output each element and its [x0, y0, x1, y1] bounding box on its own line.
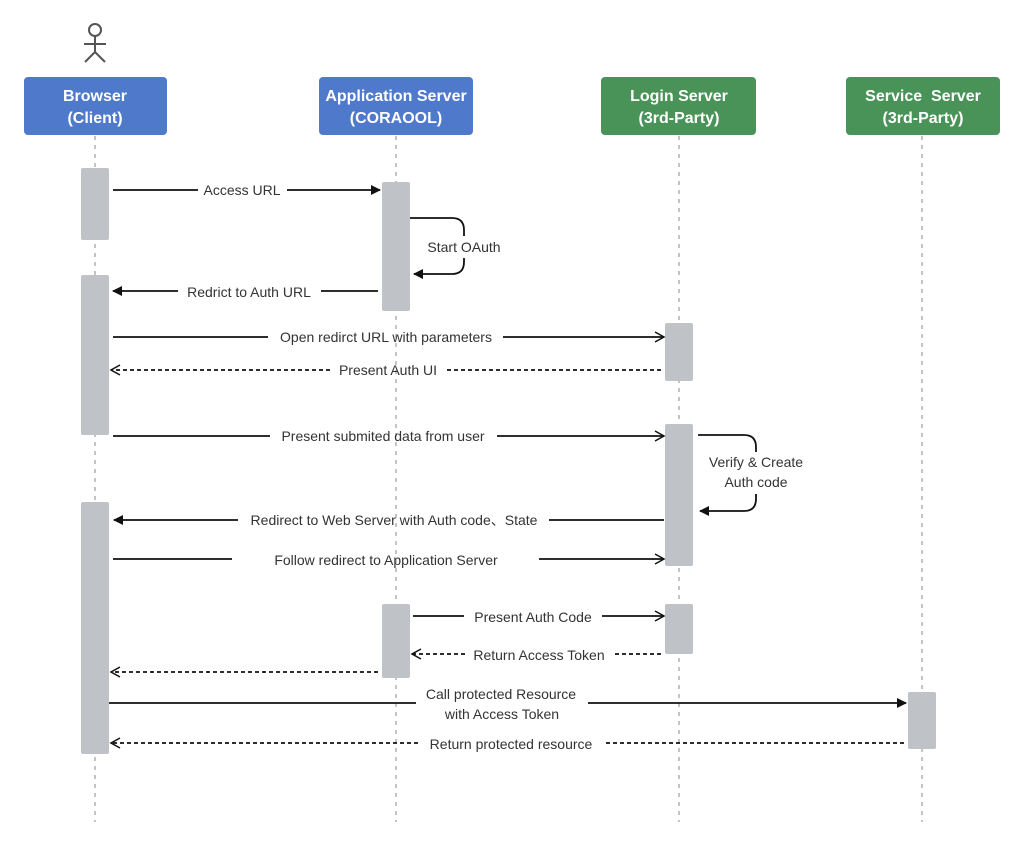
message-label-call-protected-2: with Access Token: [444, 706, 559, 722]
message-label-redirect-auth-url: Redrict to Auth URL: [187, 284, 311, 300]
actor-service: Service Server (3rd-Party): [846, 77, 1000, 135]
message-label-present-submitted-data: Present submited data from user: [281, 428, 484, 444]
message-label-return-access-token: Return Access Token: [473, 647, 604, 663]
message-label-start-oauth: Start OAuth: [427, 239, 500, 255]
message-label-open-redirect-url: Open redirct URL with parameters: [280, 329, 492, 345]
activations: [81, 168, 936, 754]
actor-service-subtitle: (3rd-Party): [883, 110, 964, 127]
message-label-access-url: Access URL: [203, 182, 280, 198]
message-open-redirect-url: Open redirct URL with parameters: [113, 329, 666, 345]
activation-login-1: [665, 323, 693, 381]
message-call-protected: Call protected Resource with Access Toke…: [109, 686, 907, 722]
actor-service-box: [846, 77, 1000, 135]
activation-login-2: [665, 424, 693, 566]
actor-browser-box: [24, 77, 167, 135]
actor-service-title: Service Server: [865, 88, 981, 105]
message-present-submitted-data: Present submited data from user: [113, 428, 666, 444]
activation-login-3: [665, 604, 693, 654]
activation-app-2: [382, 604, 410, 678]
activation-app-1: [382, 182, 410, 311]
activation-service-1: [908, 692, 936, 749]
message-return-access-token: Return Access Token: [410, 647, 661, 663]
message-redirect-auth-url: Redrict to Auth URL: [112, 284, 378, 300]
activation-browser-1: [81, 168, 109, 240]
actor-login-box: [601, 77, 756, 135]
message-label-redirect-web-server: Redirect to Web Server with Auth code、St…: [251, 512, 538, 528]
actor-login-title: Login Server: [630, 88, 728, 105]
activation-browser-3: [81, 502, 109, 754]
message-present-auth-code: Present Auth Code: [413, 609, 666, 625]
actor-login-subtitle: (3rd-Party): [639, 110, 720, 127]
message-label-verify-create-1: Verify & Create: [709, 454, 803, 470]
actor-browser-title: Browser: [63, 88, 127, 105]
actor-app-title: Application Server: [325, 88, 466, 105]
message-start-oauth: Start OAuth: [410, 217, 506, 279]
actor-app-box: [319, 77, 473, 135]
activation-browser-2: [81, 275, 109, 435]
user-icon: [84, 23, 106, 63]
message-label-return-protected: Return protected resource: [430, 736, 593, 752]
message-follow-redirect: Follow redirect to Application Server: [113, 552, 666, 568]
actor-app: Application Server (CORAOOL): [319, 77, 473, 135]
actor-app-subtitle: (CORAOOL): [350, 110, 442, 127]
message-verify-create: Verify & Create Auth code: [698, 434, 808, 516]
actor-browser: Browser (Client): [24, 77, 167, 135]
message-label-verify-create-2: Auth code: [724, 474, 787, 490]
message-label-present-auth-code: Present Auth Code: [474, 609, 592, 625]
message-access-url: Access URL: [113, 182, 381, 198]
message-redirect-web-server: Redirect to Web Server with Auth code、St…: [113, 512, 664, 528]
message-present-auth-ui: Present Auth UI: [109, 362, 661, 378]
actor-browser-subtitle: (Client): [67, 110, 122, 127]
actor-login: Login Server (3rd-Party): [601, 77, 756, 135]
message-label-follow-redirect: Follow redirect to Application Server: [274, 552, 498, 568]
message-label-call-protected-1: Call protected Resource: [426, 686, 576, 702]
message-label-present-auth-ui: Present Auth UI: [339, 362, 437, 378]
message-return-protected: Return protected resource: [109, 736, 904, 752]
